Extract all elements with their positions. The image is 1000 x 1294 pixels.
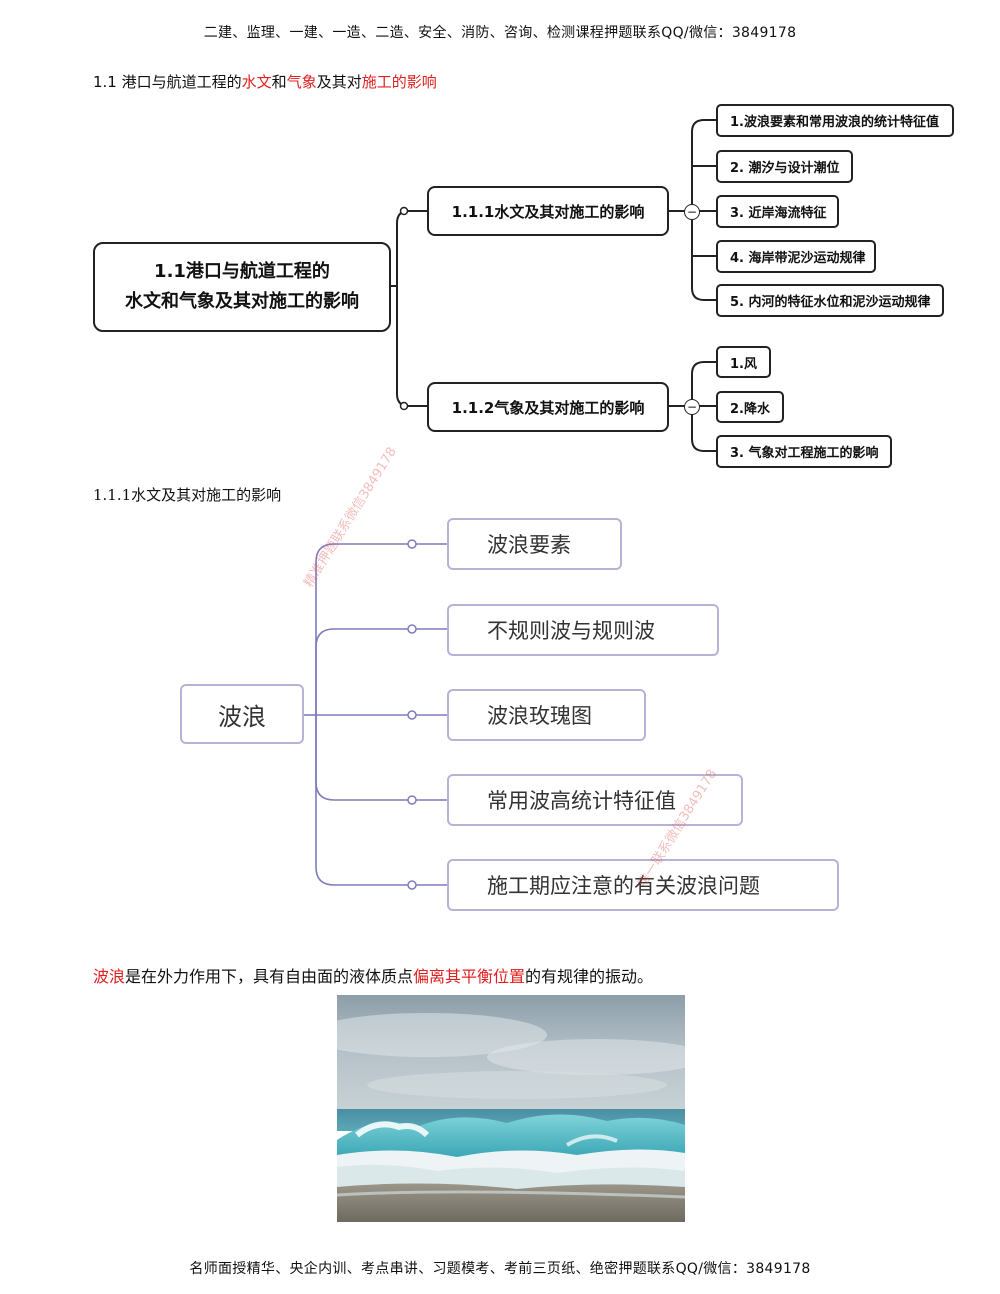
connector-node [407,710,417,720]
mindmap1-leaf[interactable]: 2.降水 [716,391,784,423]
mindmap1-leaf[interactable]: 2. 潮汐与设计潮位 [716,150,853,183]
definition-part: 的有规律的振动。 [525,967,654,986]
mindmap1-leaf[interactable]: 1.风 [716,346,771,378]
collapse-toggle-branch2[interactable]: − [684,399,700,415]
title-part: 和 [271,73,287,91]
connector-node [399,401,409,411]
section-title-1-1: 1.1 港口与航道工程的水文和气象及其对施工的影响 [93,71,437,92]
mindmap2-node[interactable]: 不规则波与规则波 [447,604,719,656]
wave-definition: 波浪是在外力作用下，具有自由面的液体质点偏离其平衡位置的有规律的振动。 [93,963,653,987]
definition-part: 是在外力作用下，具有自由面的液体质点 [125,967,414,986]
mindmap1-root[interactable]: 1.1港口与航道工程的 水文和气象及其对施工的影响 [93,242,391,332]
title-highlight-hydrology: 水文 [241,73,272,91]
page-footer: 名师面授精华、央企内训、考点串讲、习题模考、考前三页纸、绝密押题联系QQ/微信：… [189,1261,811,1277]
definition-highlight-deviation: 偏离其平衡位置 [413,967,526,986]
mindmap1-leaf[interactable]: 3. 气象对工程施工的影响 [716,435,892,468]
section-number: 1.1 [93,73,117,91]
mindmap2-node[interactable]: 施工期应注意的有关波浪问题 [447,859,839,911]
root-line-2: 水文和气象及其对施工的影响 [125,291,359,312]
mindmap1-leaf[interactable]: 1.波浪要素和常用波浪的统计特征值 [716,104,954,137]
mindmap1-branch-hydrology[interactable]: 1.1.1水文及其对施工的影响 [427,186,669,236]
connector-node [407,624,417,634]
connector-node [399,206,409,216]
connector-node [407,795,417,805]
mindmap1-leaf[interactable]: 3. 近岸海流特征 [716,195,839,228]
mindmap2-node[interactable]: 常用波高统计特征值 [447,774,743,826]
connector-node [407,880,417,890]
definition-highlight-wave: 波浪 [93,967,126,986]
page-header: 二建、监理、一建、一造、二造、安全、消防、咨询、检测课程押题联系QQ/微信：38… [203,25,797,41]
section-title-1-1-1: 1.1.1水文及其对施工的影响 [93,486,282,504]
collapse-toggle-branch1[interactable]: − [684,204,700,220]
mindmap2-connectors [304,539,447,890]
mindmap1-branch-meteorology[interactable]: 1.1.2气象及其对施工的影响 [427,382,669,432]
mindmap2-node[interactable]: 波浪玫瑰图 [447,689,646,741]
title-part: 及其对 [316,73,362,91]
mindmap2-node[interactable]: 波浪要素 [447,518,622,570]
mindmap1-leaf[interactable]: 4. 海岸带泥沙运动规律 [716,240,876,273]
title-highlight-meteorology: 气象 [286,73,317,91]
title-highlight-construction: 施工的影响 [361,73,437,91]
connector-node [407,539,417,549]
mindmap2-root[interactable]: 波浪 [180,684,304,744]
wave-photo [337,995,685,1222]
mindmap1-leaf[interactable]: 5. 内河的特征水位和泥沙运动规律 [716,284,944,317]
root-line-1: 1.1港口与航道工程的 [154,261,330,282]
title-part: 港口与航道工程的 [121,73,242,91]
